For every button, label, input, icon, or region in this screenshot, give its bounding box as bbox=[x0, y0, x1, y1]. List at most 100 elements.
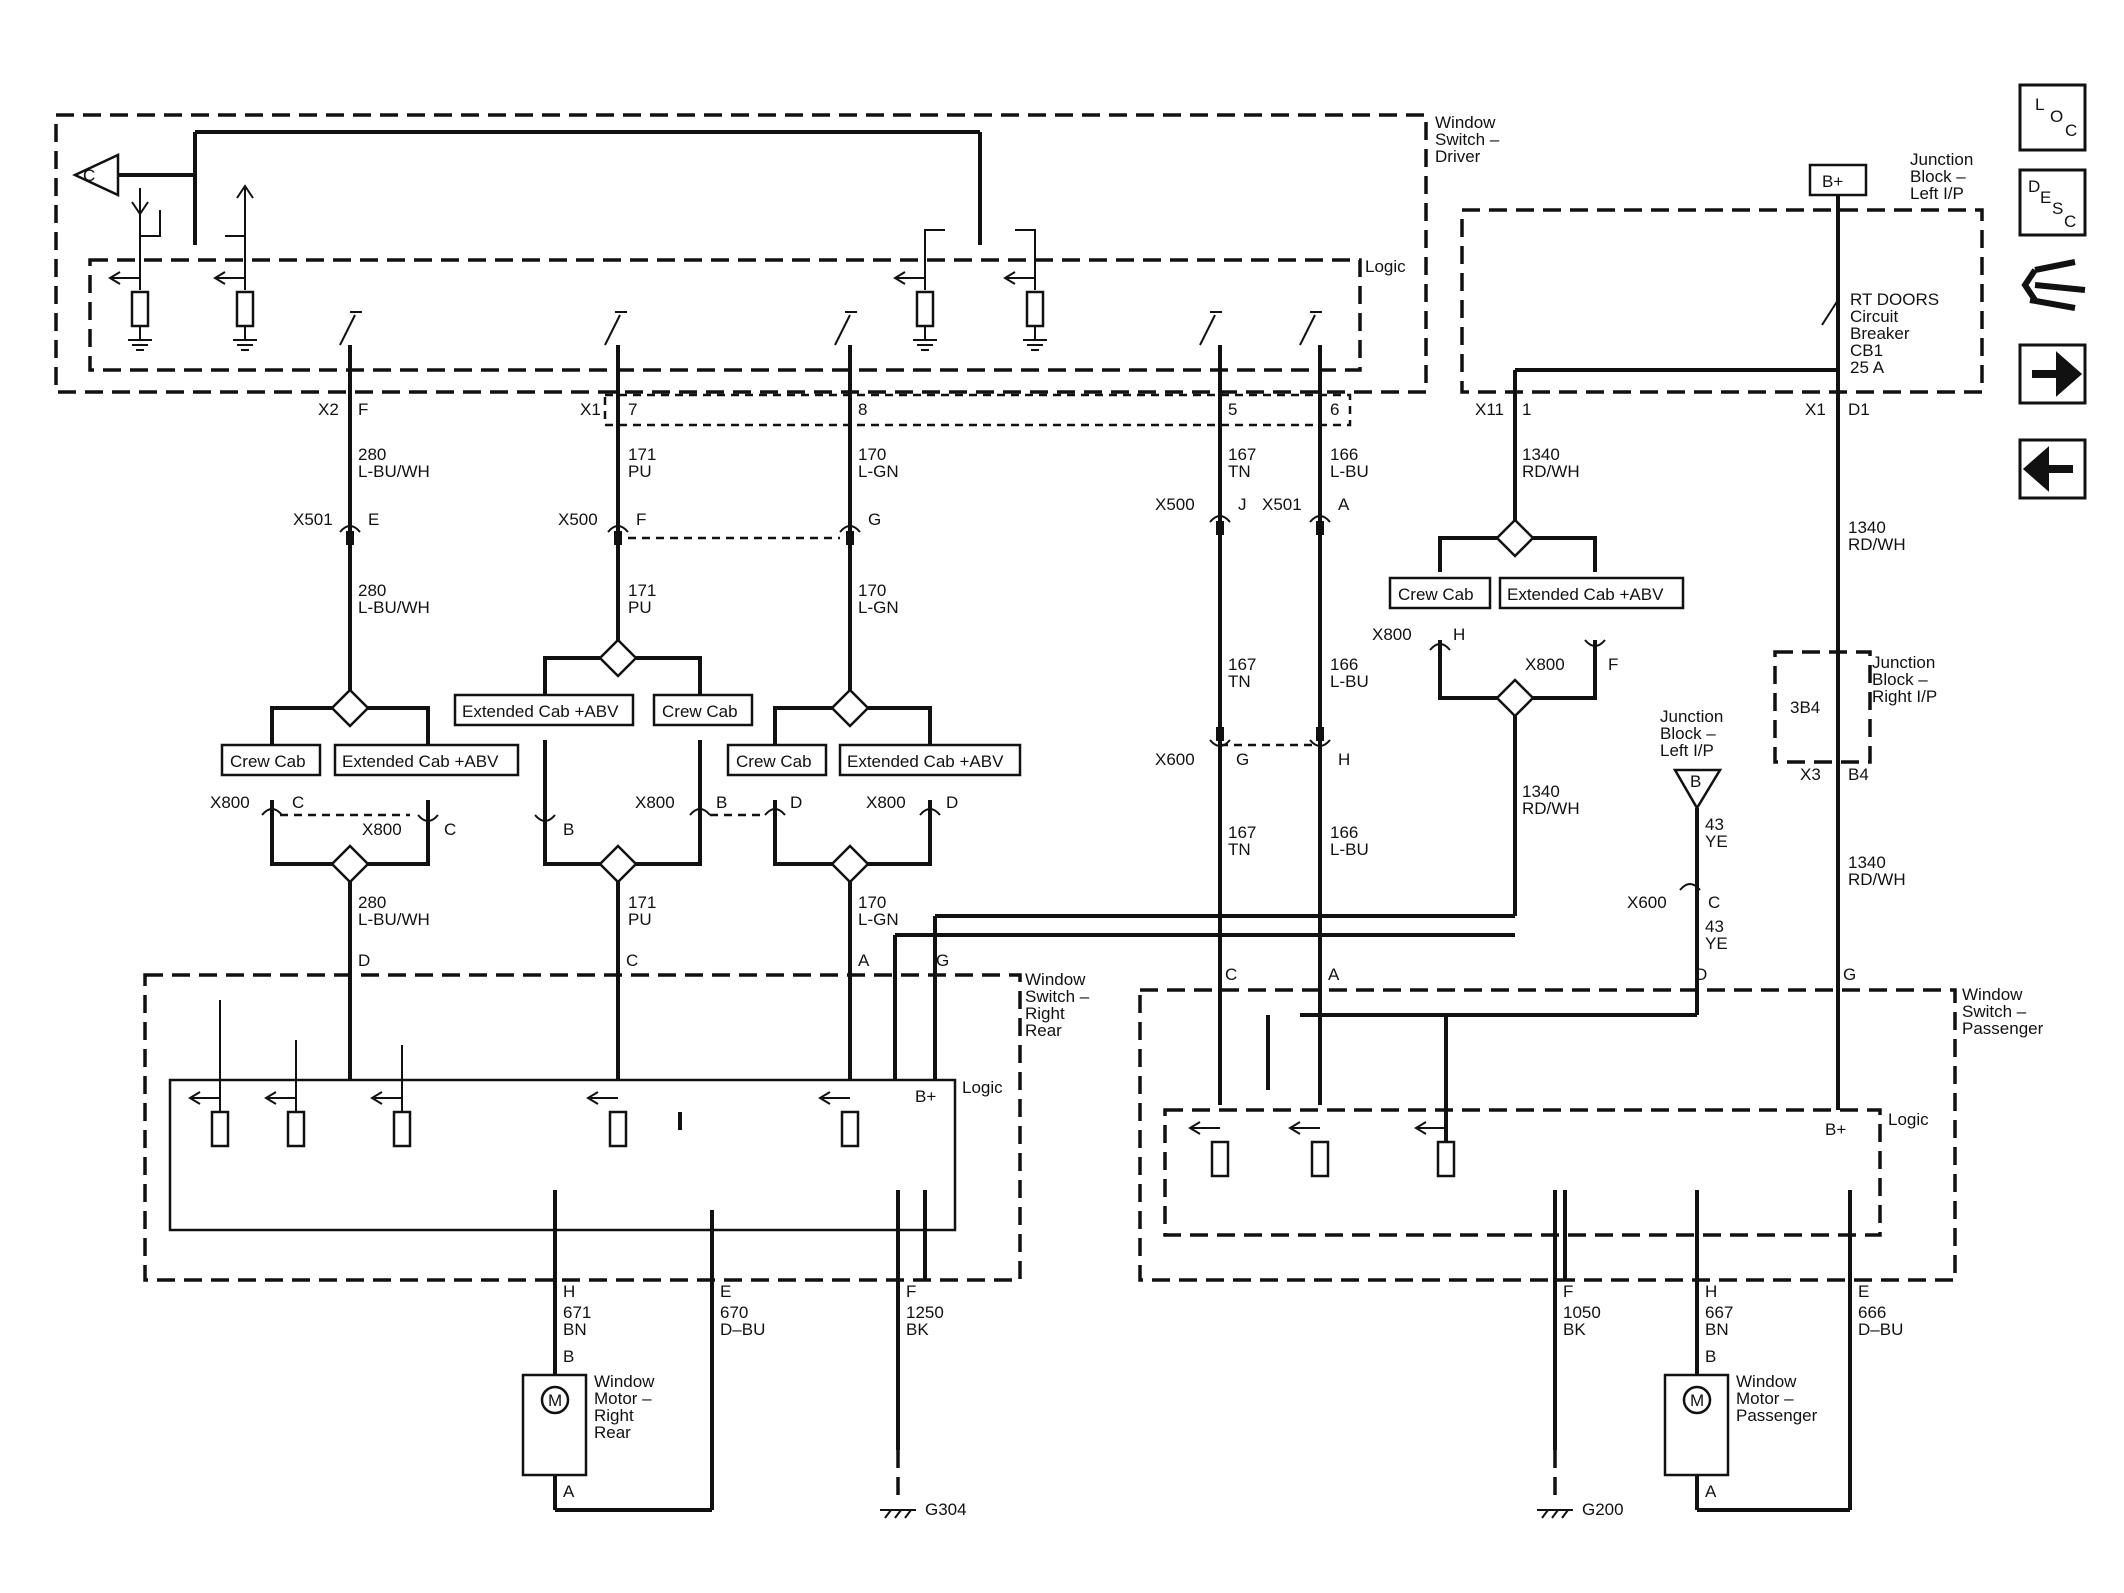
option-boxes: Crew Cab Extended Cab +ABV Extended Cab … bbox=[220, 576, 1685, 777]
motor-rr-symbol: M bbox=[548, 1391, 562, 1410]
svg-text:E: E bbox=[2040, 188, 2051, 207]
desc-icon: D E S C bbox=[2028, 177, 2076, 231]
svg-text:H: H bbox=[1705, 1282, 1717, 1301]
svg-text:X500: X500 bbox=[1155, 495, 1195, 514]
svg-text:B: B bbox=[1705, 1347, 1716, 1366]
svg-text:A: A bbox=[563, 1482, 575, 1501]
pass-bplus-label: B+ bbox=[1825, 1120, 1846, 1139]
prev-arrow-icon bbox=[2022, 446, 2073, 492]
svg-text:Extended Cab +ABV: Extended Cab +ABV bbox=[342, 752, 499, 771]
loc-icon: L O C bbox=[2035, 95, 2077, 140]
svg-text:G: G bbox=[936, 951, 949, 970]
nav-loc-button[interactable]: L O C bbox=[2018, 83, 2087, 152]
svg-text:F: F bbox=[906, 1282, 916, 1301]
nav-next-button[interactable] bbox=[2018, 343, 2087, 405]
svg-text:A: A bbox=[1705, 1482, 1717, 1501]
svg-text:5: 5 bbox=[1228, 400, 1237, 419]
jb-right-pin: 3B4 bbox=[1790, 698, 1820, 717]
svg-text:C: C bbox=[626, 951, 638, 970]
rr-bplus-label: B+ bbox=[915, 1087, 936, 1106]
rr-logic-label: Logic bbox=[962, 1078, 1003, 1097]
svg-text:D1: D1 bbox=[1848, 400, 1870, 419]
junction-block-left-box bbox=[1460, 208, 1984, 394]
svg-text:G: G bbox=[1843, 965, 1856, 984]
svg-text:C: C bbox=[1225, 965, 1237, 984]
nav-desc-button[interactable]: D E S C bbox=[2018, 168, 2087, 237]
svg-text:X800: X800 bbox=[210, 793, 250, 812]
svg-text:D: D bbox=[2028, 177, 2040, 196]
svg-text:B: B bbox=[563, 820, 574, 839]
splice-diamonds bbox=[330, 518, 1535, 884]
svg-text:H: H bbox=[1453, 625, 1465, 644]
motor-pass-symbol: M bbox=[1690, 1391, 1704, 1410]
svg-text:C: C bbox=[1708, 893, 1720, 912]
svg-text:X3: X3 bbox=[1800, 765, 1821, 784]
nav-connector-button[interactable] bbox=[2021, 259, 2086, 311]
svg-text:C: C bbox=[444, 820, 456, 839]
svg-text:B4: B4 bbox=[1848, 765, 1869, 784]
svg-text:Crew Cab: Crew Cab bbox=[736, 752, 812, 771]
svg-text:C: C bbox=[292, 793, 304, 812]
junction-block-right-box bbox=[1773, 650, 1872, 764]
svg-text:E: E bbox=[1858, 1282, 1869, 1301]
nav-prev-button[interactable] bbox=[2018, 438, 2087, 500]
svg-text:G: G bbox=[1236, 750, 1249, 769]
svg-text:E: E bbox=[368, 510, 379, 529]
svg-text:X500: X500 bbox=[558, 510, 598, 529]
jb-small-pin: B bbox=[1690, 772, 1701, 791]
ground-g304-symbol bbox=[880, 1509, 916, 1519]
svg-text:Extended Cab +ABV: Extended Cab +ABV bbox=[1507, 585, 1664, 604]
svg-text:Extended Cab +ABV: Extended Cab +ABV bbox=[847, 752, 1004, 771]
svg-text:X600: X600 bbox=[1155, 750, 1195, 769]
svg-text:Extended Cab +ABV: Extended Cab +ABV bbox=[462, 702, 619, 721]
svg-text:L: L bbox=[2035, 95, 2044, 114]
connector-c-label: C bbox=[83, 166, 95, 185]
svg-text:X800: X800 bbox=[362, 820, 402, 839]
svg-text:8: 8 bbox=[858, 400, 867, 419]
ground-g200-label: G200 bbox=[1582, 1500, 1624, 1519]
bplus-label: B+ bbox=[1822, 172, 1843, 191]
svg-text:X1: X1 bbox=[580, 400, 601, 419]
pass-logic-label: Logic bbox=[1888, 1110, 1929, 1129]
svg-text:A: A bbox=[858, 951, 870, 970]
ground-g304-label: G304 bbox=[925, 1500, 967, 1519]
svg-text:O: O bbox=[2050, 107, 2063, 126]
ground-g200-symbol bbox=[1537, 1509, 1573, 1519]
svg-text:B: B bbox=[716, 793, 727, 812]
svg-text:C: C bbox=[2065, 121, 2077, 140]
svg-text:X2: X2 bbox=[318, 400, 339, 419]
svg-text:X501: X501 bbox=[1262, 495, 1302, 514]
svg-text:F: F bbox=[358, 400, 368, 419]
